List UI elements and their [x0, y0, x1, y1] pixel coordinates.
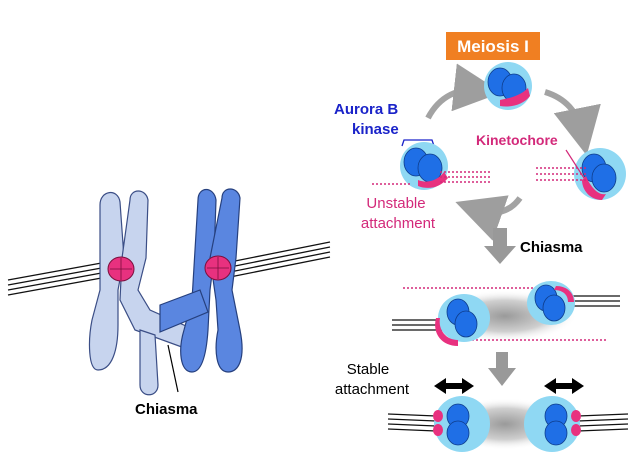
- bivalent-stable: [387, 396, 629, 452]
- spindle-fibers-left: [7, 241, 331, 296]
- aurora-b-label-line2: kinase: [352, 121, 399, 138]
- chiasma-label-left: Chiasma: [135, 401, 198, 418]
- unstable-label-line2: attachment: [361, 215, 436, 232]
- page-title: Meiosis I: [457, 37, 529, 56]
- kinetochore-right: [574, 148, 626, 200]
- unstable-label-line1: Unstable: [366, 195, 425, 212]
- unstable-microtubules-left: [372, 171, 492, 185]
- kinetochore-top: [484, 62, 532, 110]
- chiasma-pointer-line: [167, 344, 179, 393]
- bivalent-chromosomes: Chiasma: [7, 188, 331, 418]
- bivalent-middle: [392, 281, 620, 346]
- unstable-microtubules-right: [536, 167, 588, 181]
- aurora-b-bracket: [401, 139, 435, 147]
- aurora-b-label-line1: Aurora B: [334, 101, 398, 118]
- kinetochore-left-unstable: [400, 142, 448, 190]
- homolog-light: [88, 190, 202, 396]
- down-arrow-2: [488, 352, 516, 386]
- centromere-left: [107, 255, 232, 282]
- cycle-arrows: [425, 63, 601, 241]
- kinetochore-label: Kinetochore: [476, 132, 558, 148]
- stable-label-line1: Stable: [347, 361, 390, 378]
- stable-label-line2: attachment: [335, 381, 410, 398]
- tension-arrow-right: [544, 378, 584, 394]
- tension-arrow-left: [434, 378, 474, 394]
- meiosis-panel: Meiosis I Aurora B kinase: [334, 32, 629, 452]
- homolog-dark: [159, 188, 243, 373]
- down-arrow-1: [484, 228, 516, 264]
- title-box: [446, 32, 540, 60]
- kinetochore-pointer: [565, 149, 585, 179]
- chiasma-label-right: Chiasma: [520, 239, 583, 256]
